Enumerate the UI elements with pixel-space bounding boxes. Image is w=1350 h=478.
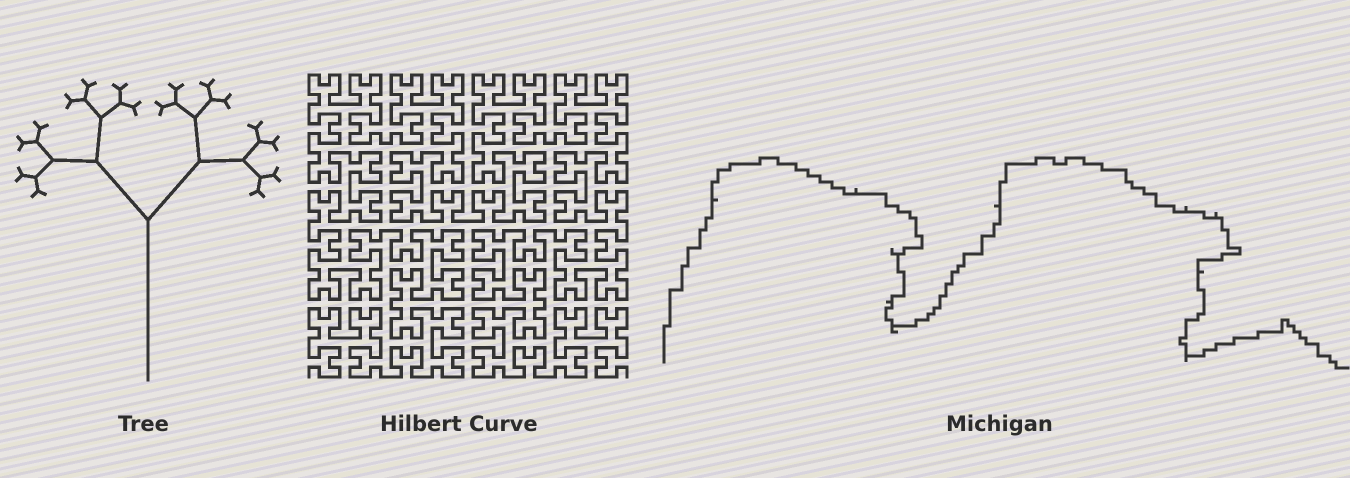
hilbert-curve-caption: Hilbert Curve [380,412,538,436]
michigan-fractal-drawing [658,152,1350,378]
tree-caption: Tree [118,412,169,436]
hilbert-curve-figure [306,72,630,380]
tree-branches-path [17,80,279,380]
tree-fractal-figure [14,96,282,386]
michigan-outline-path [664,158,1348,368]
hilbert-curve-path [309,75,627,377]
michigan-fractal-figure [658,152,1350,378]
hilbert-curve-drawing [306,72,630,380]
tree-fractal-drawing [14,96,282,386]
michigan-caption: Michigan [946,412,1053,436]
